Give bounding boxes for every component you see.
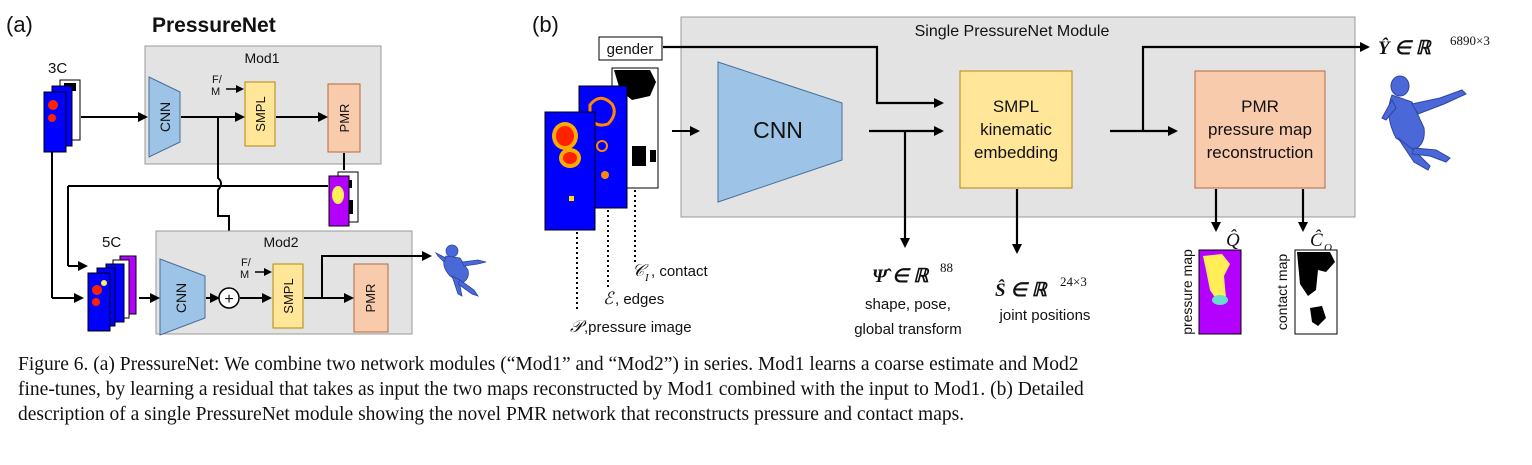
module-cnn-label: CNN: [753, 117, 803, 143]
panel-b-label: (b): [532, 12, 559, 37]
input-3c-label: 3C: [48, 60, 67, 77]
psi-output-label: Ψ̂ ∈ ℝ 88: [872, 260, 953, 287]
svg-text:I: I: [644, 272, 650, 284]
svg-text:Ψ̂ ∈ ℝ: Ψ̂ ∈ ℝ: [872, 266, 930, 287]
mod1-pmr-label: PMR: [337, 104, 352, 133]
mod2-fm-top: F/: [241, 257, 252, 269]
mod2-cnn-label: CNN: [173, 283, 189, 313]
mod2-smpl-label: SMPL: [281, 278, 296, 313]
pressure-input-label: 𝒫 ,pressure image: [570, 317, 692, 336]
smpl-line-3: embedding: [974, 143, 1058, 162]
smpl-kinematic-embedding: [959, 70, 1073, 189]
pmr-reconstruction: [1194, 70, 1326, 189]
mod1-smpl-label: SMPL: [253, 96, 268, 131]
edges-input-label: ℰ , edges: [603, 289, 664, 308]
svg-text:,pressure image: ,pressure image: [584, 319, 692, 336]
caption-line-3: description of a single PressureNet modu…: [18, 404, 965, 425]
psi-desc-line-1: shape, pose,: [865, 296, 951, 313]
contact-input-label: 𝒞 I , contact: [632, 261, 709, 284]
input-5c-stack: [87, 255, 137, 332]
mod1-reconstructed-maps: [328, 171, 359, 227]
module-cnn: [717, 61, 843, 203]
svg-text:, contact: , contact: [651, 263, 709, 280]
figure-caption: Figure 6. (a) PressureNet: We combine tw…: [18, 352, 1514, 427]
pmr-line-1: PMR: [1241, 97, 1279, 116]
svg-text:Ŝ ∈ ℝ: Ŝ ∈ ℝ: [995, 279, 1049, 301]
caption-line-1: Figure 6. (a) PressureNet: We combine tw…: [18, 354, 1079, 375]
svg-text:24×3: 24×3: [1060, 274, 1087, 289]
svg-text:O: O: [1324, 242, 1332, 254]
mod1-label: Mod1: [244, 50, 279, 66]
pressure-map-caption: pressure map: [1179, 249, 1195, 335]
vertices-output-label: Ŷ ∈ ℝ 6890×3: [1378, 33, 1490, 59]
input-5c-label: 5C: [102, 234, 121, 251]
output-pressure-map: [1198, 249, 1242, 335]
figure-6: (a) PressureNet Mod1 3C CNN SMPL F/ M PM…: [6, 12, 1490, 338]
mod1-pmr: [327, 83, 361, 153]
input-3c-stack: [43, 79, 81, 153]
mod1-fm-bottom: M: [211, 86, 220, 98]
svg-text:ℰ: ℰ: [603, 289, 615, 308]
residual-sum-node: [218, 287, 240, 309]
panel-a-label: (a): [6, 12, 33, 37]
svg-text:Ŷ ∈ ℝ: Ŷ ∈ ℝ: [1378, 37, 1433, 59]
mod2-smpl: [272, 263, 304, 329]
joints-output-label: Ŝ ∈ ℝ 24×3: [995, 274, 1087, 301]
co-hat-label: Ĉ O: [1310, 229, 1332, 254]
mod1-fm-top: F/: [212, 74, 223, 86]
joints-desc: joint positions: [999, 307, 1091, 324]
mod1-cnn: [148, 76, 181, 158]
svg-text:Ĉ: Ĉ: [1310, 229, 1323, 251]
smpl-line-2: kinematic: [980, 120, 1052, 139]
mod1-cnn-label: CNN: [157, 102, 173, 132]
gender-input: [598, 36, 663, 61]
mod2-cnn: [159, 258, 206, 336]
svg-text:88: 88: [940, 260, 953, 275]
gender-label: gender: [607, 41, 654, 58]
svg-text:, edges: , edges: [615, 291, 664, 308]
mod2-fm-bottom: M: [240, 269, 249, 281]
input-maps-stack: [544, 67, 659, 231]
mod2-pmr-label: PMR: [363, 284, 378, 313]
smpl-line-1: SMPL: [993, 97, 1039, 116]
mod2-pmr: [353, 263, 389, 333]
pmr-line-3: reconstruction: [1207, 143, 1314, 162]
mod2-label: Mod2: [263, 234, 298, 250]
q-hat-label: Q̂: [1226, 230, 1240, 251]
single-module-title: Single PressureNet Module: [915, 23, 1110, 40]
human-mesh-small: [434, 244, 487, 297]
plus-sign: +: [224, 291, 233, 308]
pmr-line-2: pressure map: [1208, 120, 1312, 139]
pressurenet-title: PressureNet: [152, 14, 276, 37]
psi-desc-line-2: global transform: [854, 321, 962, 338]
svg-text:6890×3: 6890×3: [1450, 33, 1490, 48]
caption-line-2: fine-tunes, by learning a residual that …: [18, 379, 1084, 400]
output-contact-map: [1294, 249, 1338, 335]
human-mesh-large: [1381, 75, 1467, 171]
contact-map-caption: contact map: [1274, 254, 1290, 330]
mod1-smpl: [244, 81, 276, 147]
